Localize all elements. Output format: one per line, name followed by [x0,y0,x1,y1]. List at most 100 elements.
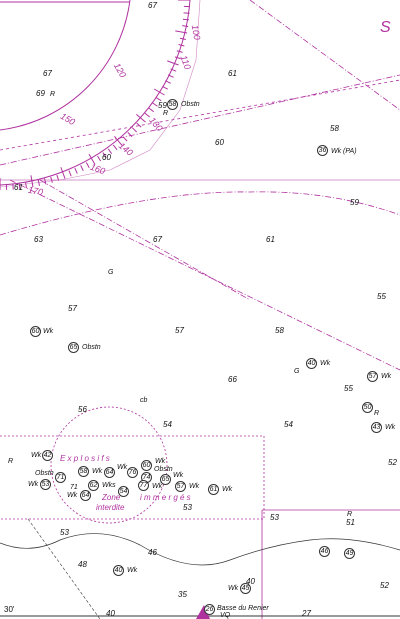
compass-tick [167,60,179,66]
wreck-label: Wk [28,481,39,488]
sounding: 59 [158,101,167,110]
compass-inner-arc [0,0,131,131]
compass-tick [102,152,107,158]
wreck-label: Wk [228,585,239,592]
interdite-label: interdite [96,503,125,512]
circled-sounding: 58 [78,466,89,477]
compass-tick [175,30,188,34]
sounding: 40 [246,577,255,586]
circled-sounding: 58 [167,99,178,110]
rock-mark: R [50,91,56,98]
sounding: 52 [380,581,389,590]
circled-sounding: 61 [208,484,219,495]
compass-tick [85,162,90,168]
compass-tick [127,132,133,138]
circled-sounding: 40 [113,565,124,576]
compass-tick [107,148,113,155]
zigzag-line-a [9,179,400,371]
circled-sounding: 42 [42,450,53,461]
circled-sounding: 57 [175,481,186,492]
limit-line-d [0,191,400,236]
wreck-label: Wk [117,464,128,471]
sounding: 57 [175,326,184,335]
compass-tick [136,122,142,128]
limit-line-e [0,79,400,151]
compass-tick [18,182,21,190]
circled-sounding: 64 [104,467,115,478]
circled-sounding: 26 [204,604,215,615]
compass-tick [97,155,102,162]
compass-tick [144,112,151,118]
depth-contour-dashed [27,518,101,619]
circled-sounding: 46 [319,546,330,557]
compass-tick [80,165,84,171]
wreck-label: Wk [155,458,166,465]
circled-sounding: 62 [88,480,99,491]
sounding: 35 [178,590,187,599]
compass-tick [88,153,96,165]
sounding: 66 [228,375,237,384]
circled-sounding: 57 [367,371,378,382]
obstn-label: Obstn [154,466,173,473]
circled-sounding: 50 [362,402,373,413]
wreck-label: Wk [222,486,233,493]
place-name: Basse du Renier [217,605,269,612]
explosives-label: E x p l o s i f s [60,454,110,463]
compass-tick [148,107,155,113]
circled-sounding: 45 [240,583,251,594]
wreck-label: Wks [102,482,116,489]
compass-tick [167,74,174,78]
sector-letter: S [380,19,391,36]
sounding: 63 [34,235,43,244]
circled-sounding: 43 [371,422,382,433]
compass-tick [30,175,34,188]
circled-sounding: 65 [160,474,171,485]
sounding: 53 [60,528,69,537]
wreck-label: Wk (PA) [331,148,357,155]
sounding: 67 [153,235,162,244]
sounding: 60 [215,138,224,147]
wreck-label: Wk [173,472,184,479]
sounding: 57 [68,304,77,313]
seabed-mark: G [108,269,114,276]
compass-tick [44,178,47,185]
wreck-label: Wk [189,483,200,490]
compass-tick [112,144,118,151]
circled-sounding: 40 [306,358,317,369]
circled-sounding: 54 [118,486,129,497]
compass-tick [74,167,78,174]
wreck-label: Wk [31,452,42,459]
sounding: 54 [284,420,293,429]
wreck-label: Wk [385,424,396,431]
limit-line-a [249,0,400,111]
sounding: 56 [78,405,87,414]
rock-mark: R [163,110,169,117]
compass-tick [37,179,40,186]
compass-tick [152,102,158,107]
circled-sounding: 49 [344,548,355,559]
compass-tick [174,56,181,60]
circled-sounding: 64 [80,490,91,501]
rock-mark: R [8,458,14,465]
sounding: 59 [350,198,359,207]
circled-sounding: 60 [30,326,41,337]
wreck-label: Wk [67,492,78,499]
circled-sounding: 36 [317,145,328,156]
obstn-label: Obstn [82,344,101,351]
sounding: 52 [388,458,397,467]
compass-tick [182,18,190,21]
wreck-label: Wk [320,360,331,367]
compass-tick [176,50,183,53]
wreck-label: Wk [152,483,163,490]
sounding: 40 [106,609,115,618]
sounding: 46 [148,548,157,557]
compass-tick [165,80,171,84]
wreck-label: Wk [381,373,392,380]
sounding: 67 [148,1,157,10]
circled-sounding: 77 [138,480,149,491]
explosives-zone-outline [0,435,265,520]
limit-line-b [0,74,400,166]
obstn-label: Obstn [181,101,200,108]
